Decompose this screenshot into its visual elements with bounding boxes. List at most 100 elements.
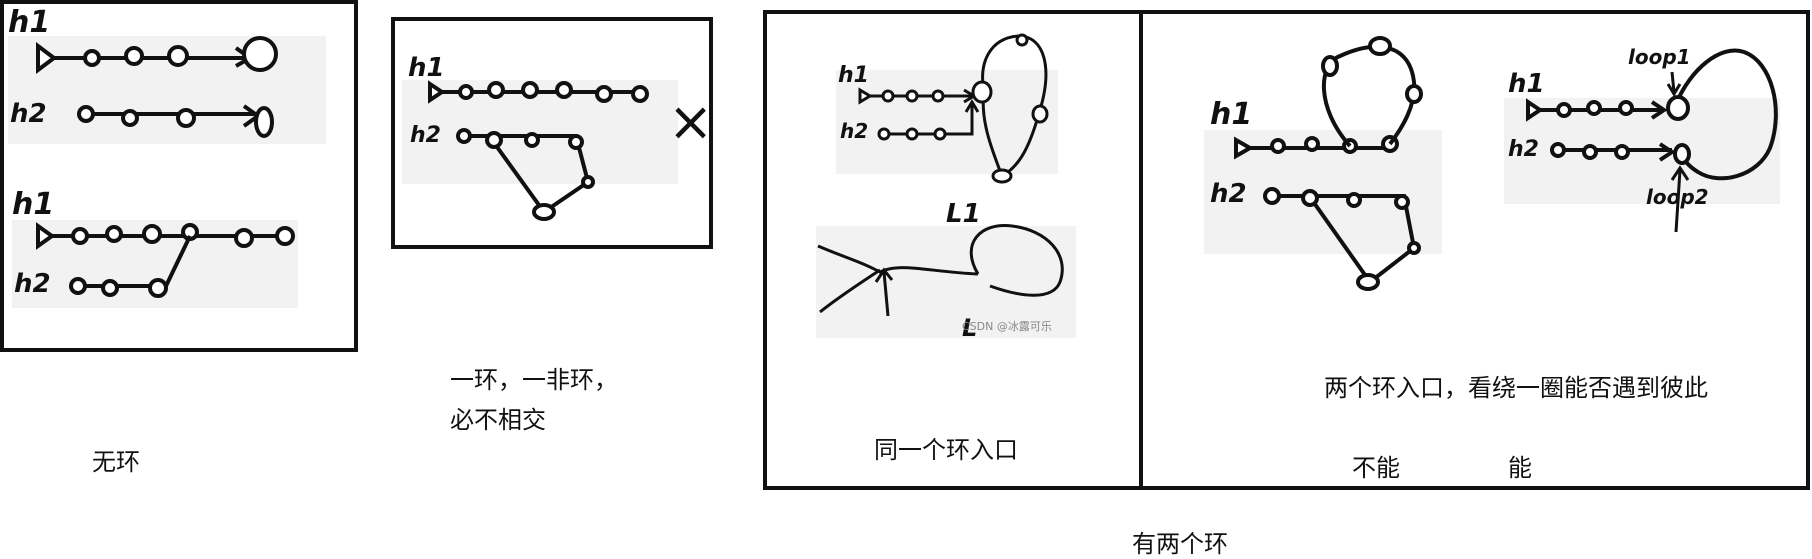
- one-loop-one-not-caption-line2: 必不相交: [450, 406, 546, 434]
- list-node: [631, 85, 649, 103]
- list-node: [142, 224, 162, 244]
- h1-label: h1: [1508, 69, 1545, 99]
- both-loops-caption: 有两个环: [1132, 530, 1228, 558]
- list-node: [1618, 100, 1634, 116]
- loop-edge: [1674, 48, 1778, 181]
- two-entries-caption: 两个环入口，看绕一圈能否遇到彼此: [1324, 374, 1708, 402]
- loop-node: [524, 132, 540, 148]
- loop-edge: [969, 224, 1064, 297]
- loop-node: [1346, 192, 1362, 208]
- merged-path: [819, 268, 881, 314]
- list-node: [234, 228, 254, 248]
- list-node: [167, 45, 189, 67]
- list-node: [83, 49, 101, 67]
- loop-node: [1031, 104, 1049, 124]
- loop-node: [532, 203, 556, 221]
- loop1-entry-node: [1666, 95, 1690, 121]
- merged-path: [817, 244, 979, 276]
- loop-node: [581, 175, 595, 189]
- list-node: [933, 127, 947, 141]
- h2-label: h2: [410, 123, 441, 148]
- same-entry-panel: h1 h2 L1 L CSDN @冰露可乐: [763, 10, 1143, 490]
- loop-node: [1407, 241, 1421, 255]
- list-node: [931, 89, 945, 103]
- list-node: [148, 278, 168, 298]
- panel-frame: [1139, 10, 1810, 490]
- arrow-head: [964, 99, 980, 113]
- h1-label: h1: [12, 187, 54, 222]
- list-node: [1550, 142, 1566, 158]
- head-node: [858, 87, 873, 105]
- list-node: [77, 105, 95, 123]
- list-node: [1270, 138, 1286, 154]
- loop1-label: loop1: [1628, 45, 1691, 69]
- list-node: [456, 128, 472, 144]
- cannot-caption: 不能: [1352, 454, 1400, 482]
- shaded-area: [8, 36, 326, 144]
- no-loop-caption: 无环: [92, 448, 140, 476]
- h2-label: h2: [14, 269, 51, 299]
- h2-label: h2: [1508, 137, 1539, 162]
- loop-node: [1394, 194, 1410, 210]
- list-node: [69, 277, 87, 295]
- not-intersect-cross: ×: [668, 90, 713, 153]
- loop-node: [1301, 189, 1319, 207]
- loop2-entry-node: [1673, 143, 1691, 165]
- h2-label: h2: [1210, 179, 1247, 209]
- list-node: [101, 279, 119, 297]
- loop-node: [1356, 273, 1380, 291]
- list-node: [1614, 144, 1630, 160]
- list-node: [1556, 102, 1572, 118]
- l1-label: L1: [946, 199, 981, 229]
- list-node: [1304, 136, 1320, 152]
- h2-label: h2: [840, 119, 868, 143]
- loop-node: [1321, 55, 1339, 77]
- loop-node: [485, 131, 503, 149]
- watermark: CSDN @冰露可乐: [962, 320, 1052, 333]
- no-loop-panel: h1 h2 h1 h2: [0, 0, 358, 352]
- loop-node: [1368, 36, 1392, 56]
- head-node: [1234, 136, 1255, 160]
- list-node: [458, 84, 474, 100]
- panel-frame: [0, 0, 358, 352]
- list-node: [71, 227, 89, 245]
- list-node: [1586, 100, 1602, 116]
- h1-label: h1: [408, 53, 445, 83]
- arrow-head: [1658, 142, 1676, 162]
- h1-label: h1: [838, 63, 869, 88]
- head-node: [36, 222, 56, 250]
- list-node: [555, 81, 573, 99]
- arrow-down: [1666, 71, 1682, 97]
- list-node: [595, 85, 613, 103]
- can-caption: 能: [1508, 454, 1532, 482]
- list-node: [521, 81, 539, 99]
- arrow-head: [1650, 100, 1668, 120]
- shaded-area: [836, 70, 1058, 174]
- list-node: [905, 89, 919, 103]
- list-node: [121, 109, 139, 127]
- head-node: [36, 42, 58, 74]
- arrow-up: [1670, 165, 1690, 233]
- arrow-up: [874, 267, 894, 317]
- loop-entry-node: [971, 80, 993, 104]
- loop-node: [568, 134, 584, 150]
- list-node: [124, 46, 144, 66]
- loop-node: [1405, 84, 1423, 104]
- one-loop-one-not-caption-line1: 一环，一非环，: [450, 366, 618, 394]
- one-loop-one-not-panel: h1 h2 ×: [391, 17, 713, 249]
- two-entries-panel: h1 h2 h1 h2 loop1: [1139, 10, 1810, 490]
- loop-node: [991, 168, 1013, 184]
- same-entry-caption: 同一个环入口: [874, 436, 1018, 464]
- h2-label: h2: [10, 99, 47, 129]
- head-node: [1526, 98, 1544, 122]
- list-node: [877, 127, 891, 141]
- list-node: [1263, 187, 1281, 205]
- l2-label: L: [962, 314, 977, 342]
- list-node: [881, 89, 895, 103]
- list-node: [105, 225, 123, 243]
- loop-node: [1015, 33, 1029, 47]
- h1-label: h1: [8, 5, 50, 40]
- list-node: [275, 226, 295, 246]
- list-node: [176, 108, 196, 128]
